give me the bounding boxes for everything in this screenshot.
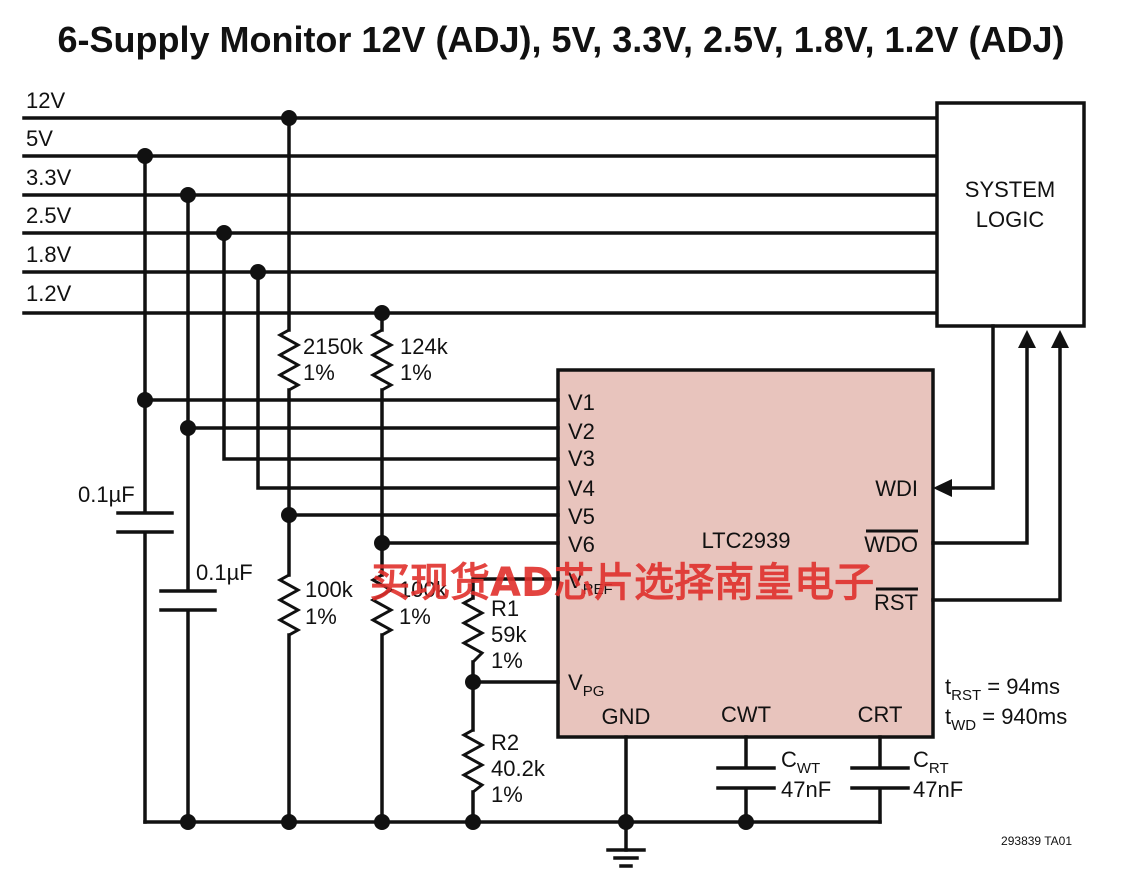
resistor-r1-name: R1 bbox=[491, 596, 519, 621]
rail-label-1v8: 1.8V bbox=[26, 242, 72, 267]
ic-pin-vref: VREF bbox=[568, 568, 613, 598]
capacitor-cwt: CWT 47nF bbox=[716, 747, 831, 802]
resistor-12v-bottom-tol: 1% bbox=[305, 604, 337, 629]
ic-pin-gnd: GND bbox=[602, 704, 651, 729]
capacitor-cwt-label: CWT bbox=[781, 747, 820, 777]
supply-rails: 12V 5V 3.3V 2.5V 1.8V 1.2V bbox=[22, 88, 939, 315]
system-logic-block: SYSTEM LOGIC bbox=[935, 101, 1086, 328]
capacitor-3v3-value: 0.1µF bbox=[196, 560, 253, 585]
resistor-1v2-bottom-value: 100k bbox=[399, 577, 448, 602]
rst-arrow-icon bbox=[1051, 330, 1069, 348]
rail-label-2v5: 2.5V bbox=[26, 203, 72, 228]
resistor-r1: R1 59k 1% bbox=[460, 596, 527, 673]
timing-t-wd: tWD = 940ms bbox=[945, 704, 1067, 734]
resistor-12v-bottom-value: 100k bbox=[305, 577, 354, 602]
figure-id: 293839 TA01 bbox=[1001, 834, 1072, 848]
system-logic-label-line2: LOGIC bbox=[976, 207, 1045, 232]
ic-ltc2939: LTC2939 V1 V2 V3 V4 V5 V6 VREF VPG WDI W… bbox=[556, 368, 935, 739]
resistor-r2-tol: 1% bbox=[491, 782, 523, 807]
resistor-1v2-top: 124k 1% bbox=[369, 328, 449, 392]
wdo-arrow-icon bbox=[1018, 330, 1036, 348]
resistor-12v-top-tol: 1% bbox=[303, 360, 335, 385]
ic-pin-rst: RST bbox=[874, 590, 918, 615]
resistor-r2-value: 40.2k bbox=[491, 756, 546, 781]
ic-pin-wdo: WDO bbox=[864, 532, 918, 557]
rail-label-3v3: 3.3V bbox=[26, 165, 72, 190]
ic-pin-crt: CRT bbox=[858, 702, 903, 727]
resistor-r2-name: R2 bbox=[491, 730, 519, 755]
wiring bbox=[143, 116, 1062, 852]
resistor-12v-top-value: 2150k bbox=[303, 334, 364, 359]
diagram-title: 6-Supply Monitor 12V (ADJ), 5V, 3.3V, 2.… bbox=[57, 19, 1064, 60]
ic-pin-v3: V3 bbox=[568, 446, 595, 471]
capacitor-crt: CRT 47nF bbox=[850, 747, 963, 802]
capacitor-5v: 0.1µF bbox=[78, 482, 174, 534]
resistor-r1-value: 59k bbox=[491, 622, 527, 647]
ic-pin-v2: V2 bbox=[568, 419, 595, 444]
watermark-text: 买现货AD芯片选择南皇电子 bbox=[370, 560, 874, 606]
resistor-r2: R2 40.2k 1% bbox=[460, 728, 546, 807]
ground-symbol-icon bbox=[606, 848, 646, 868]
rail-label-5v: 5V bbox=[26, 126, 53, 151]
capacitor-crt-label: CRT bbox=[913, 747, 949, 777]
system-logic-label-line1: SYSTEM bbox=[965, 177, 1055, 202]
capacitor-3v3: 0.1µF bbox=[159, 560, 253, 612]
ic-pin-v6: V6 bbox=[568, 532, 595, 557]
wdi-arrow-icon bbox=[933, 479, 952, 497]
ic-pin-v4: V4 bbox=[568, 476, 595, 501]
ic-pin-wdi: WDI bbox=[875, 476, 918, 501]
ic-pin-cwt: CWT bbox=[721, 702, 771, 727]
resistor-12v-bottom: 100k 1% bbox=[276, 573, 354, 637]
ic-pin-vpg: VPG bbox=[568, 670, 604, 700]
resistor-1v2-bottom: 100k 1% bbox=[369, 573, 448, 637]
rail-label-12v: 12V bbox=[26, 88, 65, 113]
signal-arrows bbox=[933, 330, 1069, 497]
resistor-12v-top: 2150k 1% bbox=[276, 328, 364, 392]
resistor-1v2-bottom-tol: 1% bbox=[399, 604, 431, 629]
capacitor-crt-value: 47nF bbox=[913, 777, 963, 802]
capacitor-cwt-value: 47nF bbox=[781, 777, 831, 802]
resistor-1v2-top-tol: 1% bbox=[400, 360, 432, 385]
timing-t-rst: tRST = 94ms bbox=[945, 674, 1060, 704]
capacitor-5v-value: 0.1µF bbox=[78, 482, 135, 507]
ic-pin-v5: V5 bbox=[568, 504, 595, 529]
ic-name: LTC2939 bbox=[702, 528, 791, 553]
ic-pin-v1: V1 bbox=[568, 390, 595, 415]
junction-dots bbox=[137, 110, 754, 830]
rail-label-1v2: 1.2V bbox=[26, 281, 72, 306]
resistor-1v2-top-value: 124k bbox=[400, 334, 449, 359]
resistor-r1-tol: 1% bbox=[491, 648, 523, 673]
